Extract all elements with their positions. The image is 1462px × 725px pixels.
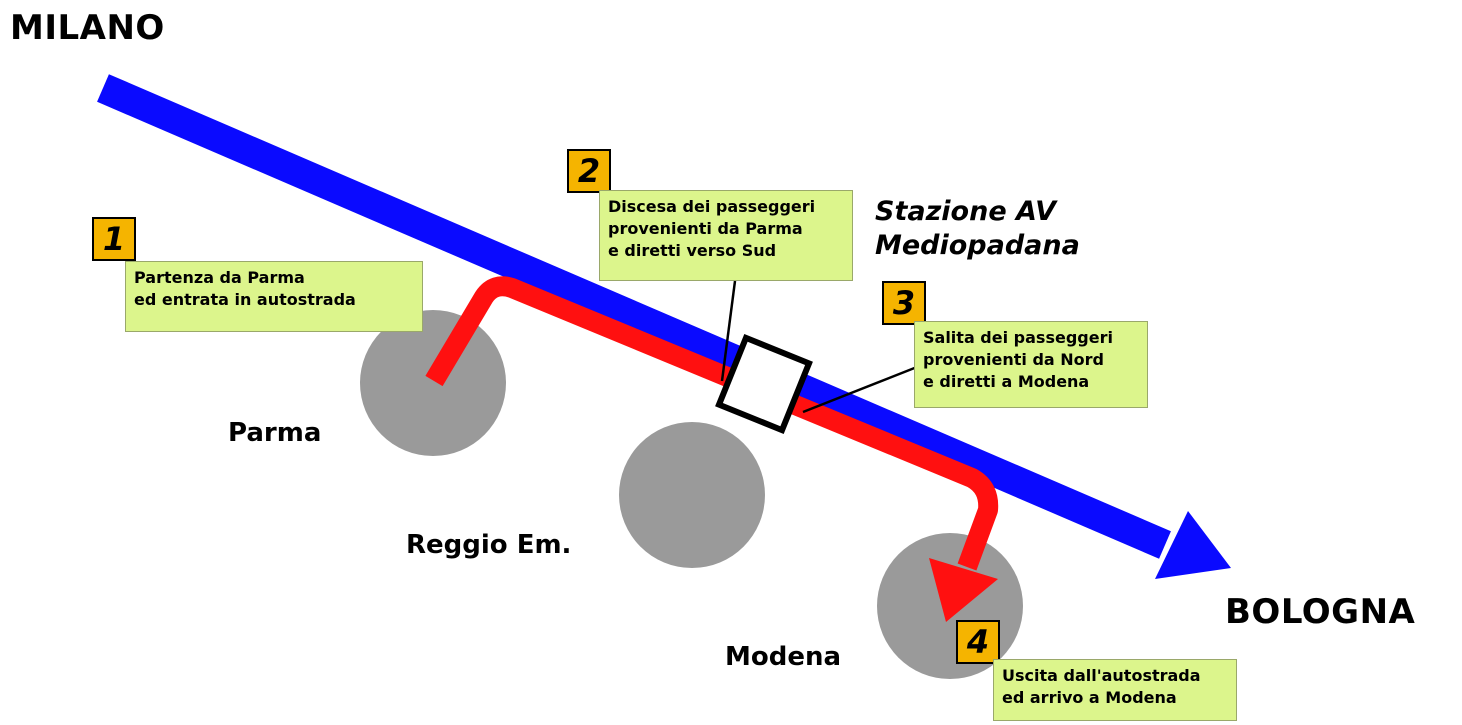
step-3-line-1: Salita dei passeggeri — [923, 328, 1113, 347]
step-1-line-1: Partenza da Parma — [134, 268, 305, 287]
step-4-note: Uscita dall'autostrada ed arrivo a Moden… — [993, 659, 1237, 721]
station-title-line-1: Stazione AV — [875, 196, 1056, 227]
step-1-badge: 1 — [92, 217, 136, 261]
parma-area — [360, 310, 506, 456]
station-marker — [715, 333, 813, 435]
step-2-note: Discesa dei passeggeri provenienti da Pa… — [599, 190, 853, 281]
step-3-note: Salita dei passeggeri provenienti da Nor… — [914, 321, 1148, 408]
city-label-milano: MILANO — [10, 8, 165, 48]
callout-line-2 — [720, 280, 737, 382]
city-label-parma: Parma — [228, 418, 322, 448]
station-title: Stazione AV Mediopadana — [875, 195, 1080, 263]
step-1-note: Partenza da Parma ed entrata in autostra… — [125, 261, 423, 332]
step-3-line-2: provenienti da Nord — [923, 350, 1104, 369]
step-2-line-2: provenienti da Parma — [608, 219, 803, 238]
callout-line-3 — [802, 365, 918, 414]
step-2-line-3: e diretti verso Sud — [608, 241, 777, 260]
step-3-line-3: e diretti a Modena — [923, 372, 1090, 391]
city-label-reggio: Reggio Em. — [406, 530, 572, 560]
step-4-line-2: ed arrivo a Modena — [1002, 688, 1177, 707]
rail-line-arrow — [97, 74, 1231, 579]
reggio-area — [619, 422, 765, 568]
step-1-line-2: ed entrata in autostrada — [134, 290, 356, 309]
step-4-badge: 4 — [956, 620, 1000, 664]
city-label-bologna: BOLOGNA — [1225, 592, 1416, 632]
station-title-line-2: Mediopadana — [875, 230, 1080, 261]
step-2-badge: 2 — [567, 149, 611, 193]
city-label-modena: Modena — [725, 642, 842, 672]
step-2-line-1: Discesa dei passeggeri — [608, 197, 816, 216]
step-3-badge: 3 — [882, 281, 926, 325]
step-4-line-1: Uscita dall'autostrada — [1002, 666, 1201, 685]
